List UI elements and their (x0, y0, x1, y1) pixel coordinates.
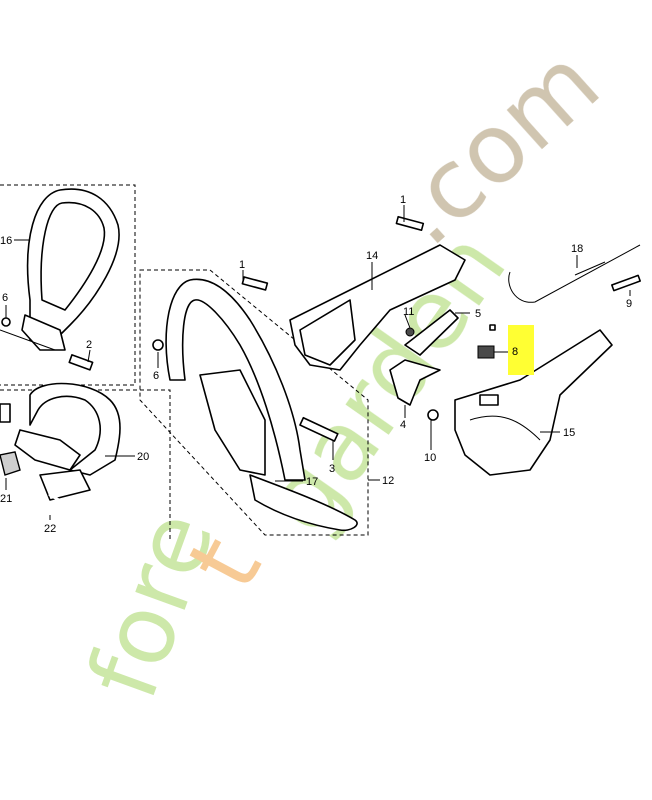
callout-2[interactable]: 2 (86, 339, 92, 351)
loop-handle-16 (0, 188, 120, 371)
callout-labels: 1 1 2 3 4 5 6 6 8 9 10 11 12 14 15 16 17… (0, 194, 632, 535)
callout-18[interactable]: 18 (571, 243, 583, 255)
callout-15[interactable]: 15 (563, 427, 575, 439)
callout-5[interactable]: 5 (475, 308, 481, 320)
handle-assembly-12 (152, 278, 358, 532)
callout-1-top[interactable]: 1 (400, 194, 406, 206)
callout-20[interactable]: 20 (137, 451, 149, 463)
callout-9[interactable]: 9 (626, 298, 632, 310)
callout-12[interactable]: 12 (382, 475, 394, 487)
callout-6-left[interactable]: 6 (2, 292, 8, 304)
frame-handle-assembly (139, 269, 369, 536)
rear-grip-15 (454, 329, 613, 476)
callout-8-highlight (508, 325, 534, 375)
lower-loop-20 (0, 382, 132, 542)
callout-14[interactable]: 14 (366, 250, 378, 262)
small-parts (389, 309, 459, 421)
cable-18 (489, 244, 641, 331)
callout-11[interactable]: 11 (403, 306, 414, 318)
callout-4[interactable]: 4 (400, 419, 406, 431)
callout-6-center[interactable]: 6 (153, 370, 159, 382)
leader-lines (5, 205, 631, 520)
callout-1-left[interactable]: 1 (239, 259, 245, 271)
watermark-fore: fore (66, 497, 236, 713)
callout-22[interactable]: 22 (44, 523, 56, 535)
callout-3[interactable]: 3 (329, 463, 335, 475)
watermark-com: .com (370, 26, 620, 267)
callout-21[interactable]: 21 (0, 493, 12, 505)
callout-17[interactable]: 17 (306, 476, 318, 488)
callout-10[interactable]: 10 (424, 452, 436, 464)
callout-16[interactable]: 16 (0, 235, 12, 247)
callout-8[interactable]: 8 (512, 346, 518, 358)
